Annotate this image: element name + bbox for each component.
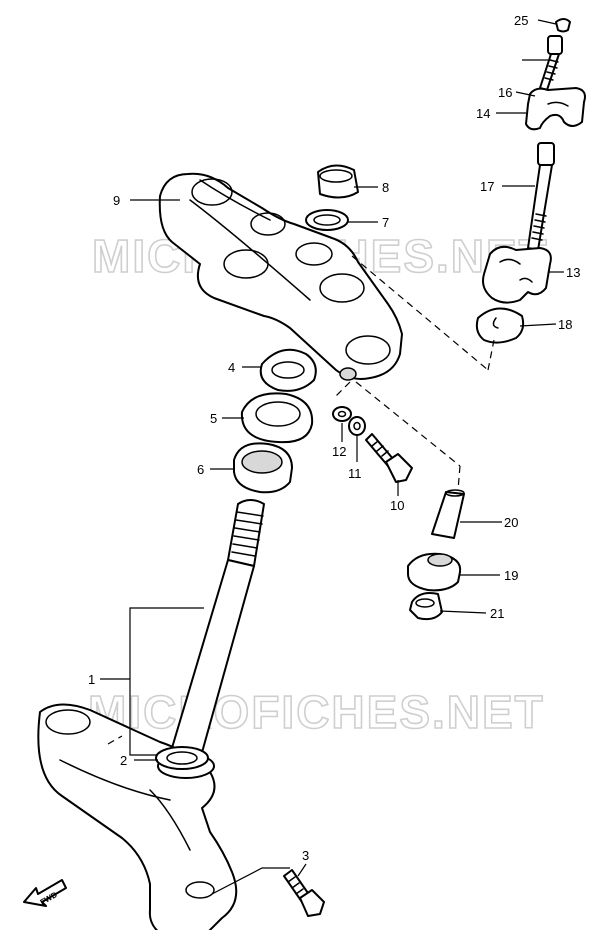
part-17-cushion (475, 307, 525, 344)
part-8-cap (317, 164, 359, 199)
callout-2: 2 (120, 753, 127, 768)
callout-19: 17 (480, 179, 494, 194)
part-25-bolt (539, 35, 563, 91)
callout-9: 9 (113, 193, 120, 208)
callout-17: 18 (558, 317, 572, 332)
part-3-bolt (283, 869, 325, 917)
part-22-cap (555, 18, 571, 33)
callout-6: 6 (197, 462, 204, 477)
callout-18: 19 (504, 568, 518, 583)
callout-12: 12 (332, 444, 346, 459)
callout-16: 16 (498, 85, 512, 100)
callout-21: 21 (490, 606, 504, 621)
callout-3: 3 (302, 848, 309, 863)
callout-10: 10 (390, 498, 404, 513)
callout-22: 25 (514, 13, 528, 28)
callout-5: 5 (210, 411, 217, 426)
leader-lines (100, 19, 564, 895)
fwd-arrow-icon: FWD (23, 879, 67, 907)
callout-4: 4 (228, 360, 235, 375)
part-7-washer (305, 209, 349, 231)
part-14-upper-holder (525, 87, 586, 131)
part-9-upper-bracket (158, 172, 403, 381)
callouts: 25 16 14 17 13 18 8 7 9 4 5 6 12 11 10 2… (88, 13, 580, 863)
part-21-nut (409, 592, 443, 621)
part-19-long-bolt (527, 142, 555, 251)
part-20-sleeve (431, 489, 465, 539)
callout-8: 8 (382, 180, 389, 195)
part-10-bolt (365, 433, 413, 483)
callout-11: 11 (348, 466, 362, 481)
callout-1: 1 (88, 672, 95, 687)
part-4-nut (259, 348, 317, 392)
part-6-bearing (233, 442, 293, 494)
assembly-guides (107, 255, 495, 745)
part-12-washer (332, 406, 352, 422)
part-5-seal (240, 392, 314, 444)
watermark-bottom: MICROFICHES.NET (88, 686, 545, 738)
part-18-cushion (407, 552, 462, 592)
callout-20: 20 (504, 515, 518, 530)
callout-14: 14 (476, 106, 490, 121)
callout-7: 7 (382, 215, 389, 230)
part-2-seal (155, 746, 209, 770)
part-13-lower-holder (482, 245, 552, 304)
part-11-washer (348, 416, 366, 436)
callout-13: 13 (566, 265, 580, 280)
